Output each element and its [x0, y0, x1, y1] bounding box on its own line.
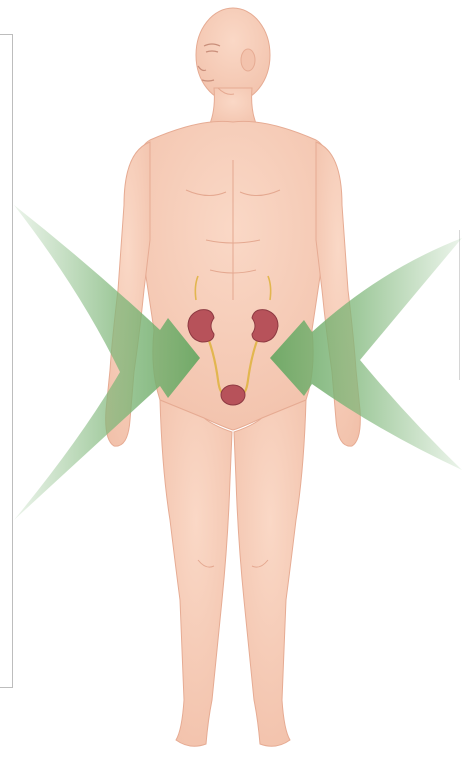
- leg-left: [160, 400, 232, 746]
- leg-right: [234, 400, 306, 746]
- bladder: [221, 385, 245, 405]
- ear: [241, 49, 255, 71]
